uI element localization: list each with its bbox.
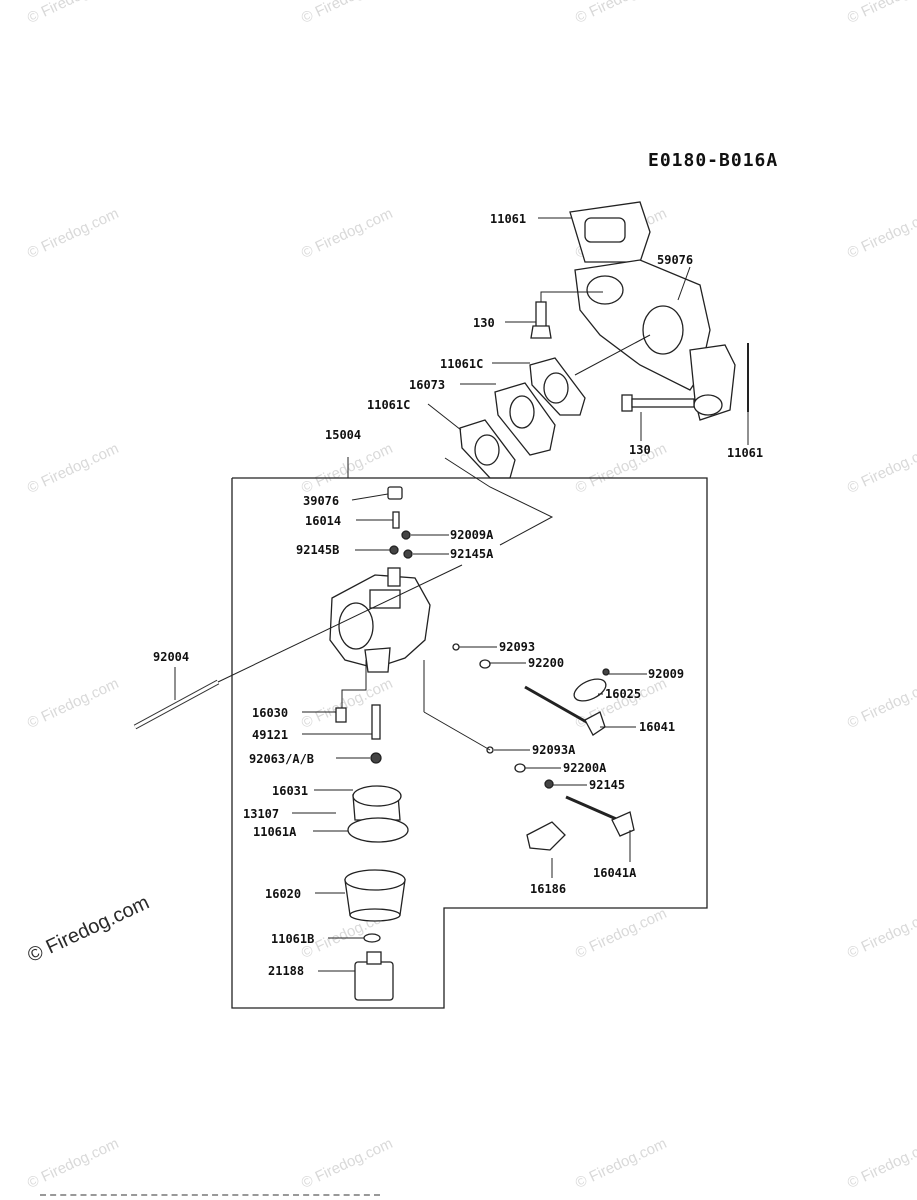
label-11061c-lower: 11061C (367, 398, 410, 412)
bottom-edge-strip (40, 1194, 380, 1199)
label-49121: 49121 (252, 728, 288, 742)
label-92145a: 92145A (450, 547, 494, 561)
part-92200a (514, 763, 526, 773)
label-92200: 92200 (528, 656, 564, 670)
label-59076: 59076 (657, 253, 693, 267)
label-21188: 21188 (268, 964, 304, 978)
label-16025: 16025 (605, 687, 641, 701)
part-92145b (389, 545, 399, 555)
part-92093 (452, 643, 460, 651)
part-92009a (401, 530, 411, 540)
label-16186: 16186 (530, 882, 566, 896)
part-92009 (602, 668, 610, 676)
label-92004: 92004 (153, 650, 189, 664)
label-11061b: 11061B (271, 932, 314, 946)
label-39076: 39076 (303, 494, 339, 508)
solenoid-21188 (354, 951, 394, 1001)
label-16041: 16041 (639, 720, 675, 734)
manifold-59076 (574, 259, 736, 421)
label-16041a: 16041A (593, 866, 637, 880)
label-92009: 92009 (648, 667, 684, 681)
label-13107: 13107 (243, 807, 279, 821)
part-92145 (544, 779, 554, 789)
part-16014 (392, 511, 400, 529)
label-15004: 15004 (325, 428, 361, 442)
label-16014: 16014 (305, 514, 341, 528)
valve-16186 (526, 821, 566, 851)
valve-16025 (573, 678, 607, 702)
label-92093a: 92093A (532, 743, 576, 757)
label-16020: 16020 (265, 887, 301, 901)
float-bowl-16020 (344, 869, 406, 922)
label-16030: 16030 (252, 706, 288, 720)
gasket-11061b (363, 933, 381, 943)
part-92200 (479, 659, 491, 669)
label-16031: 16031 (272, 784, 308, 798)
label-92200a: 92200A (563, 761, 607, 775)
label-130-upper: 130 (473, 316, 495, 330)
label-11061-right: 11061 (727, 446, 763, 460)
label-11061c-upper: 11061C (440, 357, 483, 371)
label-92145b: 92145B (296, 543, 339, 557)
part-49121 (371, 704, 381, 740)
gasket-11061c-upper (529, 357, 586, 416)
label-130-lower: 130 (629, 443, 651, 457)
carburetor-body (329, 567, 431, 673)
part-39076 (387, 486, 403, 500)
gasket-11061c-lower (459, 419, 516, 479)
label-11061a: 11061A (253, 825, 297, 839)
label-11061-top: 11061 (490, 212, 526, 226)
spacer-16073 (494, 382, 556, 456)
part-92063 (370, 752, 382, 764)
label-92063: 92063/A/B (249, 752, 314, 766)
carburetor-assembly-outline (231, 457, 708, 1009)
part-92145a (403, 549, 413, 559)
float-16031 (352, 785, 402, 821)
diagram-code: E0180-B016A (648, 150, 779, 171)
shaft-16041 (524, 685, 591, 726)
label-92145: 92145 (589, 778, 625, 792)
gasket-11061-top (569, 201, 651, 263)
bolt-130-lower (621, 394, 695, 412)
label-16073: 16073 (409, 378, 445, 392)
part-16030 (335, 707, 347, 723)
gasket-11061a (347, 817, 409, 843)
stud-92004 (133, 679, 220, 730)
label-92093: 92093 (499, 640, 535, 654)
bolt-130-upper (530, 301, 552, 339)
label-92009a: 92009A (450, 528, 494, 542)
